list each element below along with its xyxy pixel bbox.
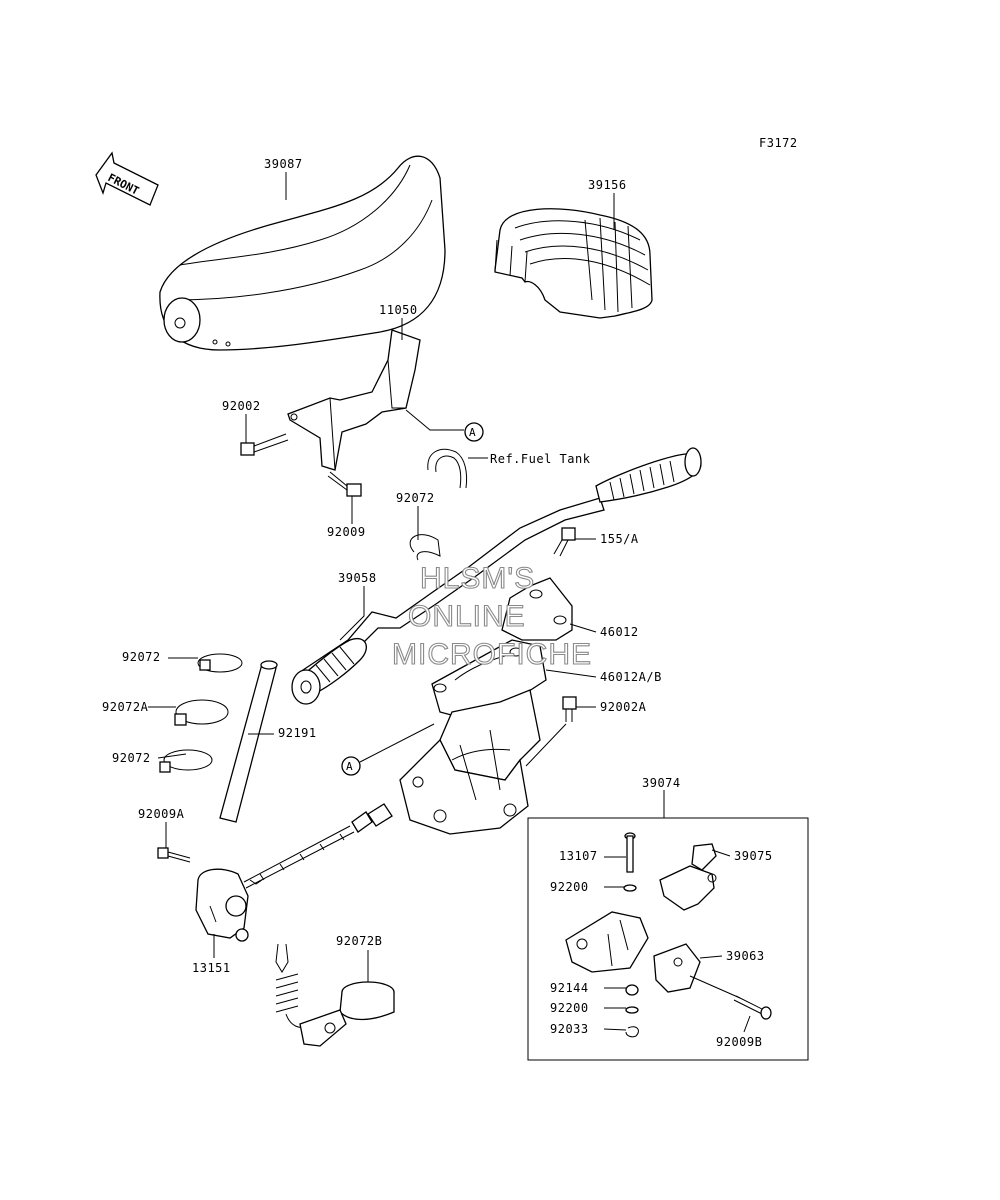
pole-cover-part xyxy=(159,155,446,351)
bolt-icon xyxy=(327,471,362,497)
bolt-icon xyxy=(733,995,772,1020)
leader-lines xyxy=(148,172,751,1033)
watermark: HLSM'S ONLINE MICROFICHE xyxy=(391,561,592,671)
clamp-part xyxy=(159,749,213,773)
svg-text:HLSM'S: HLSM'S xyxy=(420,562,535,595)
clamp-part xyxy=(174,699,229,726)
svg-text:ONLINE: ONLINE xyxy=(408,600,526,633)
ref-marker-a: A xyxy=(341,756,361,776)
part-number-label: 92072 xyxy=(112,751,151,765)
throttle-body-part xyxy=(565,911,649,973)
part-number-label: 13107 xyxy=(559,849,598,863)
lanyard-part xyxy=(275,943,395,1047)
part-number-label: 13151 xyxy=(192,961,231,975)
part-number-label: 92072B xyxy=(336,934,382,948)
ref-marker-a: A xyxy=(464,422,484,442)
part-number-label: 92009 xyxy=(327,525,366,539)
part-number-label: 92072 xyxy=(396,491,435,505)
washer-icon xyxy=(625,1006,639,1014)
kit-label: 39074 xyxy=(642,776,681,790)
part-number-label: 46012 xyxy=(600,625,639,639)
bellows-part xyxy=(494,208,653,319)
kit-box xyxy=(527,817,809,1061)
part-number-label: 92072 xyxy=(122,650,161,664)
clamp-part xyxy=(409,534,441,561)
part-number-label: 39063 xyxy=(726,949,765,963)
tube-part xyxy=(219,660,278,823)
handlebar-part xyxy=(291,447,702,705)
bracket-part xyxy=(287,329,421,471)
part-number-label: 92033 xyxy=(550,1022,589,1036)
svg-text:A: A xyxy=(469,426,476,439)
part-number-label: 92191 xyxy=(278,726,317,740)
part-number-label: 92009A xyxy=(138,807,185,821)
part-number-label: 39087 xyxy=(264,157,303,171)
part-number-label: 39156 xyxy=(588,178,627,192)
part-number-label: 92002A xyxy=(600,700,647,714)
pin-part xyxy=(624,832,636,873)
cover-part xyxy=(653,943,701,993)
fuel-hose-part xyxy=(427,448,468,489)
part-number-label: 39075 xyxy=(734,849,773,863)
switch-part xyxy=(195,803,393,942)
circlip-icon xyxy=(625,1026,639,1038)
washer-icon xyxy=(623,884,637,892)
bolt-icon xyxy=(240,433,289,456)
bolt-icon xyxy=(562,696,577,722)
part-number-label: 92009B xyxy=(716,1035,762,1049)
front-arrow-icon: FRONT xyxy=(95,151,159,206)
svg-text:MICROFICHE: MICROFICHE xyxy=(392,638,592,671)
bolt-icon xyxy=(553,527,576,557)
part-number-label: 92144 xyxy=(550,981,589,995)
svg-text:A: A xyxy=(346,760,353,773)
part-number-label: 46012A/B xyxy=(600,670,662,684)
clamp-part xyxy=(197,653,243,673)
part-number-label: 39058 xyxy=(338,571,377,585)
steering-mount-part xyxy=(399,689,541,835)
part-number-label: 155/A xyxy=(600,532,639,546)
part-number-label: 92002 xyxy=(222,399,261,413)
part-number-label: 92200 xyxy=(550,880,589,894)
part-number-label: 92072A xyxy=(102,700,149,714)
part-labels: 39087 39156 11050 92002 92009 92072 155/A 39058… xyxy=(102,157,773,1049)
upper-clamp-part xyxy=(501,577,573,641)
part-number-label: 92200 xyxy=(550,1001,589,1015)
lever-part xyxy=(659,843,717,911)
figure-code: F3172 xyxy=(759,136,798,150)
part-number-label: 11050 xyxy=(379,303,418,317)
spring-icon xyxy=(625,984,639,996)
reference-note: Ref.Fuel Tank xyxy=(490,452,591,466)
bolt-icon xyxy=(157,847,191,863)
